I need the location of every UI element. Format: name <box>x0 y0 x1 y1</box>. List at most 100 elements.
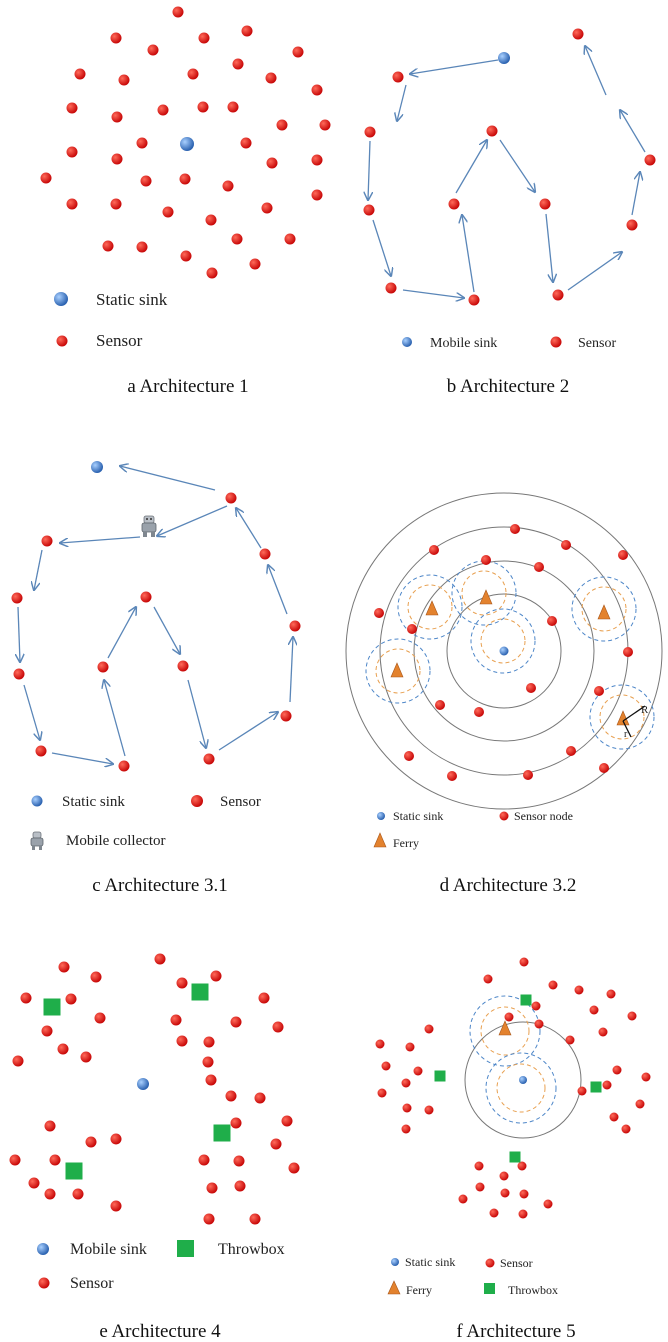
sensor-node <box>227 101 239 113</box>
throwbox <box>434 1070 446 1082</box>
sensor-node <box>254 1092 266 1104</box>
sensor-node <box>111 153 123 165</box>
sensor-node <box>499 1171 509 1181</box>
caption-c: c Architecture 3.1 <box>92 875 228 896</box>
legend-ferry-icon <box>387 1280 401 1295</box>
path-arrow <box>410 59 499 74</box>
inner-range-circle <box>480 1006 530 1056</box>
sensor-node <box>157 104 169 116</box>
sensor-node <box>519 957 529 967</box>
static-sink-icon <box>519 1076 527 1084</box>
sensor-node <box>598 1027 608 1037</box>
sensor-node <box>180 250 192 262</box>
outer-range-circle <box>589 684 655 750</box>
outer-radius-line <box>622 705 646 722</box>
sensor-node <box>57 1043 69 1055</box>
path-arrow <box>157 505 228 536</box>
throwbox <box>509 1151 521 1163</box>
sensor-node <box>500 1188 510 1198</box>
sensor-node <box>58 961 70 973</box>
panel-architecture-1: Static sink Sensor a Architecture 1 <box>40 6 331 397</box>
sensor-node <box>206 1182 218 1194</box>
legend-ferry-label: Ferry <box>393 836 419 850</box>
throwbox <box>213 1124 231 1142</box>
legend-throwbox-icon <box>177 1240 194 1257</box>
inner-range-circle <box>599 694 645 740</box>
sensor-node <box>41 535 53 547</box>
outer-range-circle <box>397 574 463 640</box>
legend-mobile-sink-icon <box>37 1243 49 1255</box>
sensor-node <box>206 267 218 279</box>
sensor-node <box>526 683 536 693</box>
caption-a: a Architecture 1 <box>127 376 248 397</box>
sensor-node <box>230 1016 242 1028</box>
sensor-node <box>531 1001 541 1011</box>
sensor-node <box>11 592 23 604</box>
sensor-node <box>402 1103 412 1113</box>
sensor-node <box>405 1042 415 1052</box>
sensor-node <box>281 1115 293 1127</box>
sensor-node <box>234 1180 246 1192</box>
sensor-node <box>205 1074 217 1086</box>
sensor-node <box>572 28 584 40</box>
caption-d: d Architecture 3.2 <box>440 875 577 896</box>
sensor-cluster <box>363 28 656 306</box>
sensor-node <box>270 1138 282 1150</box>
sensor-node <box>612 1065 622 1075</box>
sensor-node <box>49 1154 61 1166</box>
sensor-node <box>424 1024 434 1034</box>
path-arrow <box>545 213 553 282</box>
path-arrow <box>236 508 262 549</box>
mobile-collector-icon <box>141 515 157 537</box>
sensor-node <box>136 241 148 253</box>
sensor-node <box>539 198 551 210</box>
panel-architecture-3-1: Static sink Sensor Mobile collector c Ar… <box>11 461 301 896</box>
path-arrow <box>631 172 640 216</box>
throwbox <box>520 994 532 1006</box>
sensor-node <box>311 189 323 201</box>
sensor-node <box>518 1209 528 1219</box>
sensor-node <box>424 1105 434 1115</box>
sensor-node <box>644 154 656 166</box>
sensor-node <box>230 1117 242 1129</box>
sensor-node <box>203 753 215 765</box>
sensor-node <box>448 198 460 210</box>
ferry <box>616 710 630 726</box>
sensor-node <box>210 970 222 982</box>
legend-sensor-icon <box>485 1258 495 1268</box>
path-arrow <box>51 752 113 764</box>
path-arrow <box>368 140 370 200</box>
sensor-node <box>259 548 271 560</box>
sensor-node <box>20 992 32 1004</box>
sensor-node <box>72 1188 84 1200</box>
sensor-node <box>284 233 296 245</box>
sensor-node <box>66 146 78 158</box>
sensor-node <box>547 616 557 626</box>
inner-range-circle <box>407 584 453 630</box>
throwbox-group <box>43 983 231 1180</box>
legend-mobile-collector-label: Mobile collector <box>66 833 166 849</box>
inner-range-circle <box>496 1063 546 1113</box>
sensor-node <box>401 1078 411 1088</box>
sensor-node <box>140 591 152 603</box>
sensor-node <box>475 1182 485 1192</box>
sensor-node <box>170 1014 182 1026</box>
sensor-node <box>13 668 25 680</box>
sensor-node <box>232 58 244 70</box>
sensor-node <box>94 1012 106 1024</box>
sensor-node <box>97 661 109 673</box>
sensor-node <box>606 989 616 999</box>
sensor-node <box>589 1005 599 1015</box>
sensor-node <box>548 980 558 990</box>
sensor-cluster <box>40 6 331 279</box>
sensor-node <box>602 1080 612 1090</box>
ferry-icon <box>498 1020 512 1036</box>
sensor-node <box>110 1133 122 1145</box>
sensor-node <box>618 550 628 560</box>
path-arrow <box>372 219 391 276</box>
sensor-node <box>364 126 376 138</box>
path-arrow <box>153 606 180 654</box>
static-sink-icon <box>91 461 103 473</box>
sensor-node <box>85 1136 97 1148</box>
sensor-node <box>261 202 273 214</box>
